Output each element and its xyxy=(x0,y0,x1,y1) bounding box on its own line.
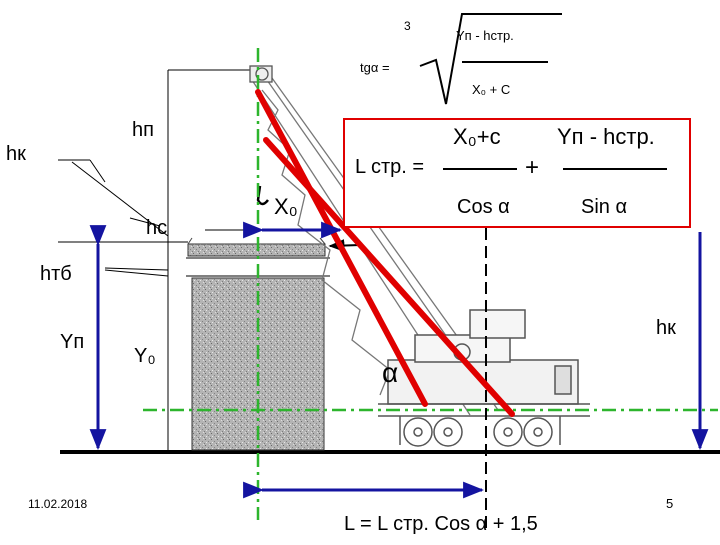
footer-date: 11.02.2018 xyxy=(28,497,87,511)
label-x0: X₀ xyxy=(274,194,298,219)
crane-vehicle xyxy=(378,309,590,447)
green-axis-lines xyxy=(143,48,718,520)
label-y0: Y₀ xyxy=(134,345,156,367)
label-yp: Yп xyxy=(60,331,84,353)
root-index: 3 xyxy=(404,19,411,33)
label-hk-right: hк xyxy=(656,317,676,339)
boxed-formula-num1: X₀+c xyxy=(453,124,501,149)
top-formula-denominator: X₀ + C xyxy=(472,82,510,97)
label-hk-left: hк xyxy=(6,143,26,165)
fraction-bar-1 xyxy=(443,168,517,170)
top-formula-numerator: Yп - hстр. xyxy=(456,28,514,43)
boxed-formula-plus: + xyxy=(525,154,540,181)
top-formula-lhs: tgα = xyxy=(360,60,390,75)
dimension-lines xyxy=(89,221,709,499)
boom-length-formula-box: L стр. = X₀+c Cos α + Yп - hстр. Sin α xyxy=(343,118,691,228)
boxed-formula-den2: Sin α xyxy=(581,196,628,218)
building xyxy=(187,237,326,451)
top-formula-radical xyxy=(419,13,562,105)
boxed-formula-lhs: L стр. = xyxy=(355,156,425,178)
label-hs: hс xyxy=(146,217,167,239)
fraction-bar-2 xyxy=(563,168,667,170)
label-htb: hтб xyxy=(40,263,72,285)
footer-page: 5 xyxy=(666,496,673,511)
label-hp: hп xyxy=(132,119,154,141)
hook-icon xyxy=(256,185,269,206)
boxed-formula-den1: Cos α xyxy=(457,196,510,218)
boxed-formula-num2: Yп - hстр. xyxy=(557,124,655,149)
leader-arrow xyxy=(328,239,361,252)
boom-lines xyxy=(255,89,515,417)
label-alpha: α xyxy=(382,357,398,388)
bottom-formula: L = L стр. Cos α + 1,5 xyxy=(344,513,538,535)
leader-lines xyxy=(71,161,169,277)
